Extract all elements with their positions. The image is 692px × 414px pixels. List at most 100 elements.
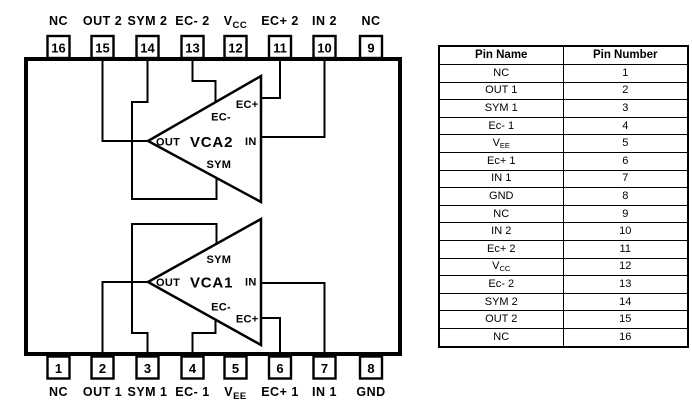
wire-in1 <box>261 282 326 354</box>
pin-name-cell: OUT 1 <box>438 81 564 101</box>
amp2-ecp-label: EC+ <box>236 99 259 111</box>
pin-box <box>46 34 71 60</box>
pin-label: GND <box>356 385 385 399</box>
pin-name-base: V <box>492 260 500 273</box>
pin-box <box>358 34 384 60</box>
pin-number-cell: 13 <box>562 275 689 294</box>
pin-box <box>180 34 205 60</box>
wire-ecm2 <box>191 59 217 103</box>
pin-number: 6 <box>276 361 283 376</box>
amp2-sym-label: SYM <box>207 159 232 171</box>
pin-label: SYM 1 <box>127 385 167 399</box>
vca1-triangle <box>145 216 263 348</box>
pin-name-cell: SYM 1 <box>438 99 564 118</box>
pin-number-cell: 9 <box>562 204 689 224</box>
amp2-out-label: OUT <box>156 137 180 149</box>
pin-name-cell: NC <box>438 64 564 83</box>
pin-box <box>180 355 205 380</box>
pin-name-cell: IN 1 <box>438 169 564 189</box>
pin-name-cell: Ec- 1 <box>438 116 564 136</box>
wire-ecp1 <box>261 317 281 354</box>
pin-label-sub: EE <box>233 391 247 402</box>
pin-label-base: V <box>224 14 233 28</box>
pin-box <box>90 355 115 380</box>
pin-box <box>267 355 293 380</box>
amp1-out-label: OUT <box>156 277 180 289</box>
pin-name-cell: VEE <box>438 134 564 153</box>
pin-number: 7 <box>321 361 328 376</box>
pin-box <box>358 355 384 380</box>
pin-number-cell: 10 <box>562 222 689 241</box>
pin-label: NC <box>49 14 68 28</box>
pin-label: IN 2 <box>312 14 337 28</box>
pin-name-header: Pin Name <box>438 45 564 65</box>
pin-number: 10 <box>317 41 331 56</box>
pin-number-cell: 6 <box>562 151 689 171</box>
pin-number-cell: 1 <box>562 64 689 83</box>
pin-number-cell: 2 <box>562 81 689 101</box>
amp1-ecp-label: EC+ <box>236 314 259 326</box>
pin-number: 11 <box>273 41 287 56</box>
pin-label: EC- 1 <box>175 385 209 399</box>
amp2-name-label: VCA2 <box>190 134 233 151</box>
wires <box>101 59 326 354</box>
amp1-sym-label: SYM <box>207 254 232 266</box>
pin-name-cell: OUT 2 <box>438 310 564 329</box>
pin-number: 14 <box>140 41 155 56</box>
pin-label-sub: CC <box>233 20 248 31</box>
pin-name-cell: GND <box>438 187 564 206</box>
pin-name-sub: EE <box>499 140 510 150</box>
pin-box <box>223 355 248 380</box>
pin-box <box>267 34 293 60</box>
pin-number: 8 <box>367 361 374 376</box>
pin-number: 15 <box>95 41 109 56</box>
pin-number: 9 <box>367 41 374 56</box>
pin-label-base: V <box>224 385 233 399</box>
wire-in2 <box>261 59 326 138</box>
pin-label: EC+ 2 <box>261 14 299 28</box>
pin-number-cell: 14 <box>562 292 689 312</box>
pin-number-cell: 15 <box>562 310 689 329</box>
vca2-triangle <box>145 73 263 205</box>
pin-label: VCC <box>224 14 248 31</box>
pin-name-cell: NC <box>438 204 564 224</box>
pin-label: EC- 2 <box>175 14 209 28</box>
pin-name-cell: VCC <box>438 257 564 277</box>
pin-number-cell: 5 <box>562 134 689 153</box>
pin-label: IN 1 <box>312 385 337 399</box>
pin-number: 3 <box>144 361 151 376</box>
amp1-in-label: IN <box>245 277 257 289</box>
pin-box <box>223 34 248 60</box>
pin-label: NC <box>361 14 380 28</box>
pin-box <box>312 34 337 60</box>
wire-sym1 <box>131 223 218 354</box>
pin-number-cell: 11 <box>562 239 689 259</box>
pin-box <box>312 355 337 380</box>
pin-number-cell: 3 <box>562 99 689 118</box>
pin-number-cell: 4 <box>562 116 689 136</box>
pin-name-sub: CC <box>499 264 511 274</box>
pin-number-cell: 7 <box>562 169 689 189</box>
pin-label: OUT 2 <box>83 14 122 28</box>
pin-number: 2 <box>99 361 106 376</box>
pin-number-cell: 16 <box>562 327 689 348</box>
pin-name-cell: Ec- 2 <box>438 275 564 294</box>
pin-number-cell: 12 <box>562 257 689 277</box>
pin-number: 1 <box>55 361 62 376</box>
